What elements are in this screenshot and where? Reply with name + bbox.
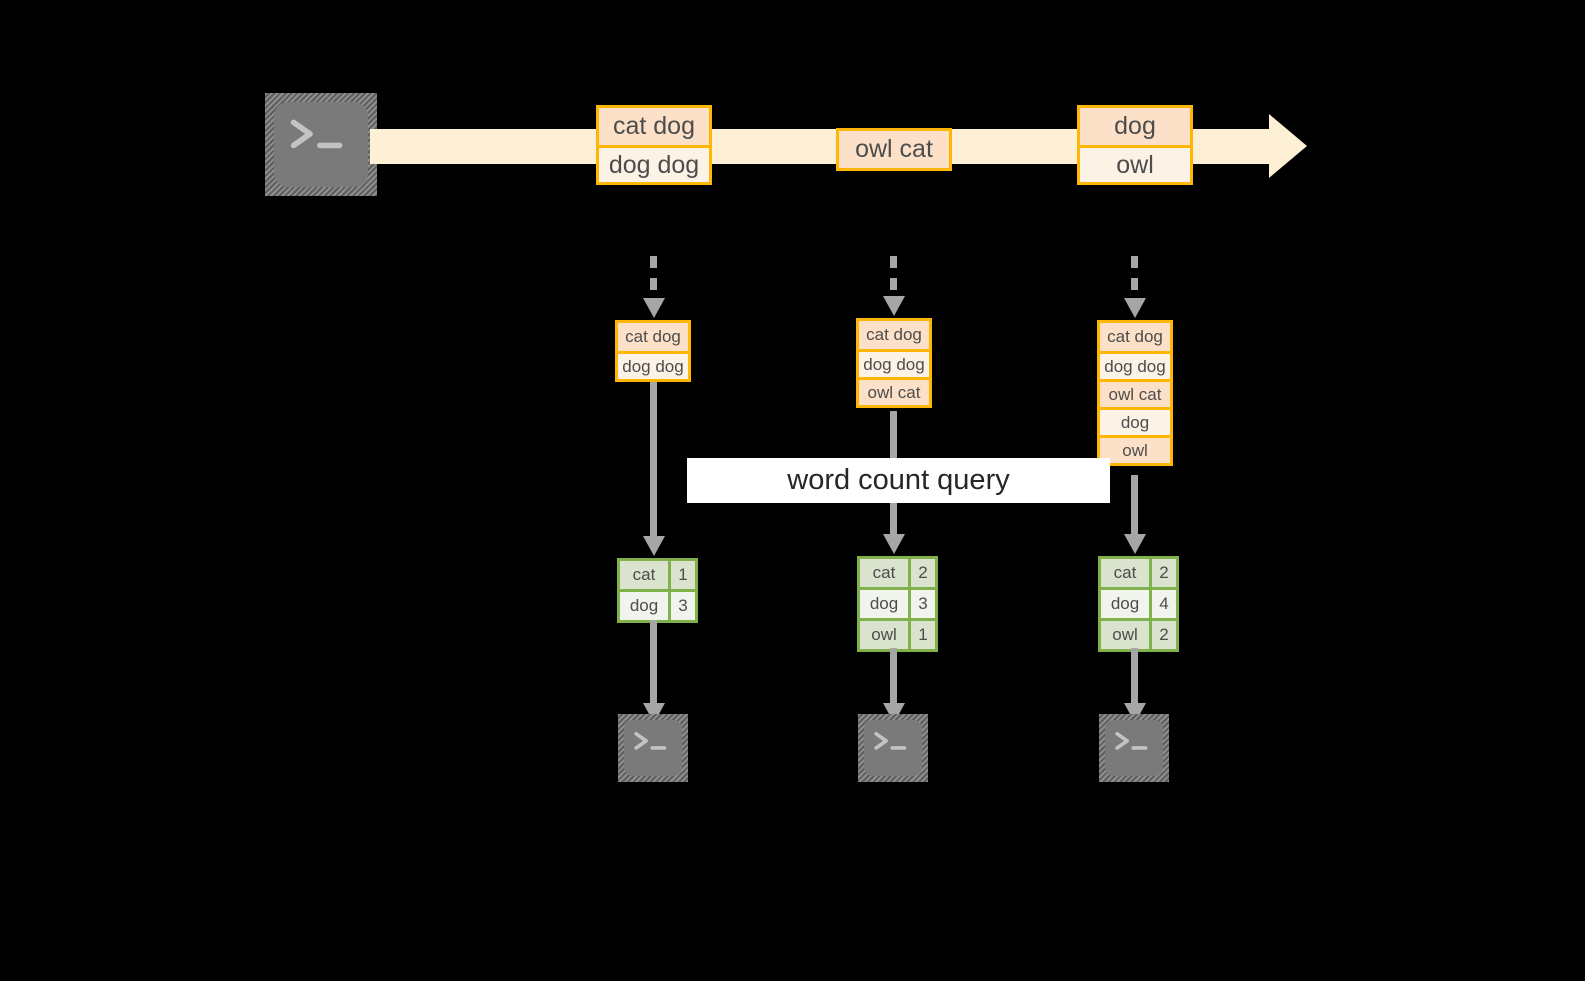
snapshot-cell: dog dog: [618, 351, 688, 379]
terminal-screen: [624, 720, 682, 776]
stream-to-snapshot-arrowhead-2: [883, 296, 905, 316]
producer-terminal-icon: [265, 93, 377, 196]
result-row: dog 4: [1101, 587, 1176, 618]
result-word: dog: [1101, 590, 1149, 618]
snapshot-cell: owl cat: [859, 377, 929, 405]
result-row: owl 2: [1101, 618, 1176, 649]
terminal-prompt-glyph: [634, 731, 667, 750]
result-count: 1: [668, 561, 695, 589]
result-word: dog: [860, 590, 908, 618]
result-count: 3: [908, 590, 935, 618]
snapshot-cell: dog dog: [859, 349, 929, 377]
snapshot-table-1: cat dog dog dog: [615, 320, 691, 382]
terminal-screen: [1105, 720, 1163, 776]
consumer-terminal-icon-3: [1099, 714, 1169, 782]
terminal-screen: [274, 102, 368, 187]
terminal-screen: [864, 720, 922, 776]
stream-to-snapshot-arrowhead-1: [643, 298, 665, 318]
result-word: owl: [860, 621, 908, 649]
snapshot-table-3: cat dog dog dog owl cat dog owl: [1097, 320, 1173, 466]
consumer-terminal-icon-2: [858, 714, 928, 782]
terminal-prompt-glyph: [1115, 731, 1148, 750]
result-word: cat: [860, 559, 908, 587]
result-count: 2: [1149, 621, 1176, 649]
record-cell: owl: [1080, 145, 1190, 182]
result-table-1: cat 1 dog 3: [617, 558, 698, 623]
result-to-consumer-connector-2: [890, 648, 897, 705]
result-word: owl: [1101, 621, 1149, 649]
record-cell: owl cat: [839, 131, 949, 168]
result-row: cat 2: [1101, 559, 1176, 587]
consumer-terminal-icon-1: [618, 714, 688, 782]
result-word: cat: [620, 561, 668, 589]
snapshot-cell: dog: [1100, 407, 1170, 435]
snapshot-to-result-connector-1: [650, 382, 657, 537]
result-count: 3: [668, 592, 695, 620]
stream-to-snapshot-arrowhead-3: [1124, 298, 1146, 318]
result-count: 2: [908, 559, 935, 587]
stream-to-snapshot-connector-3: [1131, 256, 1138, 300]
record-cell: cat dog: [599, 108, 709, 145]
result-to-consumer-connector-3: [1131, 648, 1138, 705]
stream-batch-3: dog owl: [1077, 105, 1193, 185]
snapshot-to-result-arrowhead-3: [1124, 534, 1146, 554]
snapshot-cell: cat dog: [1100, 323, 1170, 351]
snapshot-cell: cat dog: [859, 321, 929, 349]
snapshot-cell: dog dog: [1100, 351, 1170, 379]
stream-batch-1: cat dog dog dog: [596, 105, 712, 185]
snapshot-cell: cat dog: [618, 323, 688, 351]
result-count: 1: [908, 621, 935, 649]
result-row: dog 3: [620, 589, 695, 620]
stream-timeline-arrowhead: [1269, 114, 1307, 178]
snapshot-to-result-arrowhead-2: [883, 534, 905, 554]
terminal-prompt-glyph: [290, 119, 343, 148]
result-to-consumer-connector-1: [650, 620, 657, 705]
result-word: dog: [620, 592, 668, 620]
snapshot-to-result-connector-3: [1131, 475, 1138, 535]
stream-to-snapshot-connector-2: [890, 256, 897, 298]
terminal-prompt-glyph: [874, 731, 907, 750]
result-row: owl 1: [860, 618, 935, 649]
snapshot-to-result-arrowhead-1: [643, 536, 665, 556]
stream-to-snapshot-connector-1: [650, 256, 657, 300]
snapshot-cell: owl cat: [1100, 379, 1170, 407]
snapshot-table-2: cat dog dog dog owl cat: [856, 318, 932, 408]
snapshot-cell: owl: [1100, 435, 1170, 463]
query-label: word count query: [687, 458, 1110, 503]
result-count: 4: [1149, 590, 1176, 618]
stream-batch-2: owl cat: [836, 128, 952, 171]
result-table-3: cat 2 dog 4 owl 2: [1098, 556, 1179, 652]
result-row: cat 2: [860, 559, 935, 587]
record-cell: dog: [1080, 108, 1190, 145]
result-table-2: cat 2 dog 3 owl 1: [857, 556, 938, 652]
record-cell: dog dog: [599, 145, 709, 182]
result-word: cat: [1101, 559, 1149, 587]
result-row: cat 1: [620, 561, 695, 589]
result-row: dog 3: [860, 587, 935, 618]
result-count: 2: [1149, 559, 1176, 587]
